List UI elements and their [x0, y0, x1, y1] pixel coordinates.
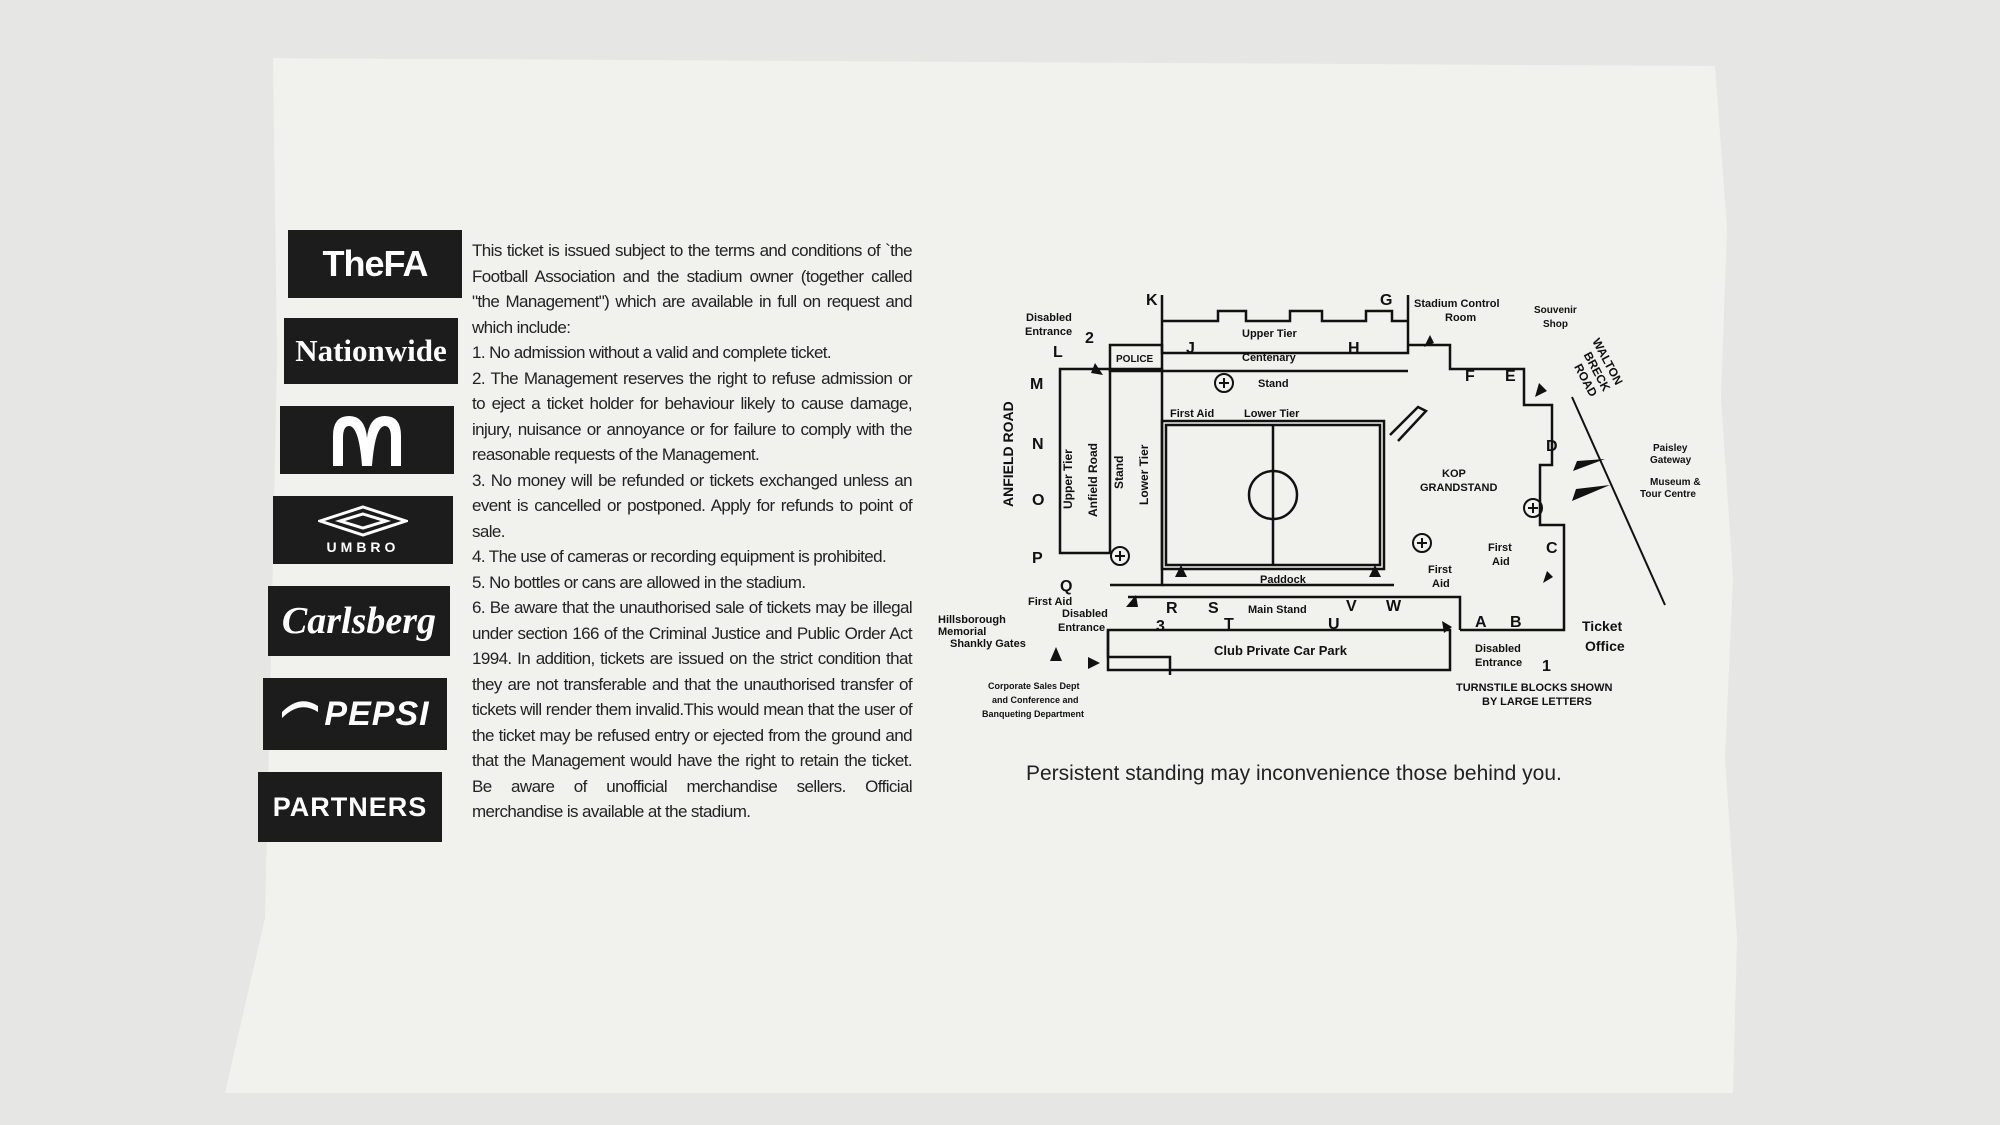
stand-label: Stand: [1258, 378, 1289, 390]
disabled-entrance-label: Disabled: [1026, 312, 1072, 324]
gate-number: 2: [1085, 330, 1094, 347]
turnstile-label: V: [1346, 598, 1357, 615]
main-stand-label: Main Stand: [1248, 604, 1307, 616]
ticket-office-label: Office: [1585, 638, 1625, 654]
partners-logo-text: PARTNERS: [272, 791, 428, 822]
stadium-control-label: Room: [1445, 312, 1476, 324]
standing-notice: Persistent standing may inconvenience th…: [1026, 762, 1562, 785]
hillsborough-label: Hillsborough: [938, 614, 1006, 626]
carlsberg-logo-text: Carlsberg: [281, 600, 437, 642]
turnstile-label: W: [1386, 598, 1402, 615]
anfield-road-stand-label: Anfield Road: [1086, 443, 1100, 517]
turnstile-label: D: [1546, 438, 1558, 455]
turnstile-label: S: [1208, 600, 1219, 617]
lower-tier-label: Lower Tier: [1244, 408, 1300, 420]
kop-grandstand-label: GRANDSTAND: [1420, 482, 1497, 494]
centenary-label: Centenary: [1242, 352, 1297, 364]
golden-arches-icon: [333, 416, 401, 466]
turnstile-label: T: [1224, 616, 1234, 633]
paddock-label: Paddock: [1260, 574, 1307, 586]
corporate-label: Corporate Sales Dept: [988, 681, 1080, 691]
terms-intro: This ticket is issued subject to the ter…: [472, 241, 913, 337]
souvenir-shop-label: Shop: [1543, 319, 1568, 330]
terms-item: 4. The use of cameras or recording equip…: [472, 547, 887, 566]
stadium-map: K G L J H F E M N O P Q R S T U V W A B …: [938, 292, 1701, 719]
turnstile-label: H: [1348, 340, 1360, 357]
first-aid-label: First: [1428, 564, 1452, 576]
turnstile-label: G: [1380, 292, 1392, 309]
terms-item: 6. Be aware that the unauthorised sale o…: [472, 598, 913, 821]
turnstile-label: P: [1032, 550, 1043, 567]
turnstile-label: C: [1546, 540, 1558, 557]
ticket-back: [225, 58, 1737, 1093]
upper-tier-label: Upper Tier: [1242, 328, 1298, 340]
terms-and-conditions: This ticket is issued subject to the ter…: [472, 238, 913, 825]
disabled-entrance-label: Disabled: [1062, 608, 1108, 620]
turnstile-label: B: [1510, 614, 1522, 631]
turnstile-label: J: [1186, 340, 1195, 357]
umbro-logo: UMBRO: [273, 496, 453, 564]
turnstile-label: N: [1032, 436, 1044, 453]
pepsi-globe-icon: [282, 701, 319, 718]
museum-label: Museum &: [1650, 477, 1701, 488]
turnstile-label: U: [1328, 616, 1340, 633]
turnstile-label: M: [1030, 376, 1043, 393]
anfield-road-label: ANFIELD ROAD: [1000, 401, 1016, 507]
turnstile-label: F: [1465, 368, 1475, 385]
turnstile-label: O: [1032, 492, 1044, 509]
corporate-label: Banqueting Department: [982, 709, 1084, 719]
turnstile-note: BY LARGE LETTERS: [1482, 696, 1592, 708]
terms-item: 3. No money will be refunded or tickets …: [472, 470, 913, 541]
first-aid-label: First Aid: [1170, 408, 1214, 420]
paisley-gateway-label: Gateway: [1650, 455, 1692, 466]
first-aid-label: First: [1488, 542, 1512, 554]
the-fa-logo: TheFA: [288, 230, 462, 298]
first-aid-label: Aid: [1492, 556, 1510, 568]
nationwide-logo-text: Nationwide: [295, 333, 447, 368]
stadium-control-label: Stadium Control: [1414, 298, 1500, 310]
turnstile-note: TURNSTILE BLOCKS SHOWN: [1456, 682, 1612, 694]
paisley-gateway-label: Paisley: [1653, 443, 1688, 454]
mcdonalds-logo: M: [280, 406, 454, 474]
stand-label: Stand: [1112, 456, 1126, 489]
hillsborough-label: Shankly Gates: [950, 638, 1026, 650]
gate-number: 1: [1542, 658, 1551, 675]
corporate-label: and Conference and: [992, 695, 1079, 705]
first-aid-label: First Aid: [1028, 596, 1072, 608]
souvenir-shop-label: Souvenir: [1534, 305, 1577, 316]
the-fa-logo-text: TheFA: [322, 243, 428, 284]
club-car-park-label: Club Private Car Park: [1214, 643, 1348, 658]
carlsberg-logo: Carlsberg: [268, 586, 450, 656]
terms-item: 5. No bottles or cans are allowed in the…: [472, 572, 806, 592]
umbro-diamond-icon: [318, 505, 408, 537]
turnstile-label: R: [1166, 600, 1178, 617]
upper-tier-label: Upper Tier: [1061, 449, 1075, 509]
pepsi-logo-text: PEPSI: [324, 694, 430, 733]
turnstile-label: K: [1146, 292, 1158, 309]
hillsborough-label: Memorial: [938, 626, 986, 638]
disabled-entrance-label: Entrance: [1025, 326, 1072, 338]
partners-logo: PARTNERS: [258, 772, 442, 842]
lower-tier-label: Lower Tier: [1137, 444, 1151, 505]
museum-label: Tour Centre: [1640, 489, 1696, 500]
gate-number: 3: [1156, 618, 1165, 635]
terms-item: 2. The Management reserves the right to …: [472, 368, 913, 465]
umbro-logo-text: UMBRO: [326, 539, 400, 555]
kop-grandstand-label: KOP: [1442, 468, 1466, 480]
disabled-entrance-label: Disabled: [1475, 643, 1521, 655]
turnstile-label: Q: [1060, 578, 1072, 595]
turnstile-label: E: [1505, 368, 1516, 385]
terms-item: 1. No admission without a valid and comp…: [472, 343, 832, 362]
pepsi-logo: PEPSI: [263, 678, 447, 750]
disabled-entrance-label: Entrance: [1058, 622, 1105, 634]
disabled-entrance-label: Entrance: [1475, 657, 1522, 669]
turnstile-label: L: [1053, 344, 1063, 361]
ticket-office-label: Ticket: [1582, 618, 1623, 634]
nationwide-logo: Nationwide: [284, 318, 458, 384]
turnstile-label: A: [1475, 614, 1487, 631]
police-label: POLICE: [1116, 354, 1154, 365]
first-aid-label: Aid: [1432, 578, 1450, 590]
